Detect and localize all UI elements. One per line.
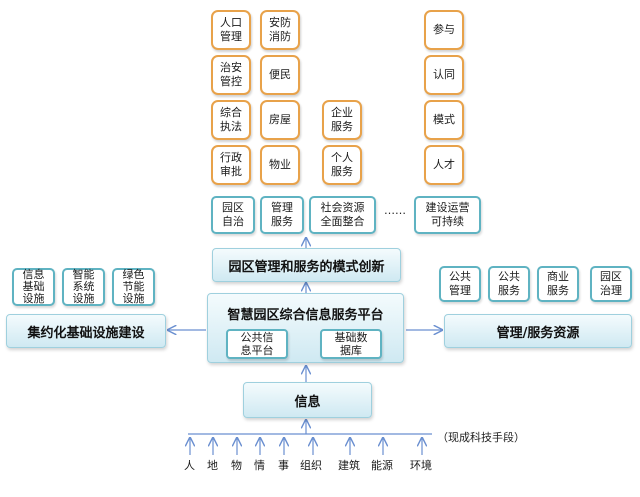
box-property-mgmt: 物业 bbox=[260, 145, 300, 185]
box-public-management: 公共 管理 bbox=[439, 266, 481, 302]
platform-title: 智慧园区综合信息服务平台 bbox=[227, 308, 384, 323]
box-park-governance: 园区 治理 bbox=[590, 266, 632, 302]
input-organization: 组织 bbox=[300, 459, 322, 472]
input-environment: 环境 bbox=[410, 459, 432, 472]
box-enterprise-service: 企业 服务 bbox=[322, 100, 362, 140]
box-population-management: 人口 管理 bbox=[211, 10, 251, 50]
input-object: 物 bbox=[231, 459, 242, 472]
box-housing: 房屋 bbox=[260, 100, 300, 140]
row-ellipsis: …… bbox=[384, 204, 406, 217]
box-park-autonomy: 园区 自治 bbox=[211, 196, 255, 234]
box-info-infrastructure: 信息 基础 设施 bbox=[12, 268, 55, 306]
resources-bar: 管理/服务资源 bbox=[444, 314, 632, 348]
box-base-database: 基础数 据库 bbox=[320, 329, 382, 359]
input-land: 地 bbox=[207, 459, 218, 472]
innovation-bar: 园区管理和服务的模式创新 bbox=[212, 248, 401, 282]
infrastructure-bar: 集约化基础设施建设 bbox=[6, 314, 166, 348]
input-situation: 情 bbox=[254, 459, 265, 472]
input-energy: 能源 bbox=[371, 459, 393, 472]
box-security-fire: 安防 消防 bbox=[260, 10, 300, 50]
box-participation: 参与 bbox=[424, 10, 464, 50]
box-smart-system: 智能 系统 设施 bbox=[62, 268, 105, 306]
box-talent: 人才 bbox=[424, 145, 464, 185]
box-public-service: 公共 服务 bbox=[488, 266, 530, 302]
box-law-enforcement: 综合 执法 bbox=[211, 100, 251, 140]
bottom-arrows bbox=[190, 438, 422, 455]
input-person: 人 bbox=[184, 459, 195, 472]
input-building: 建筑 bbox=[338, 459, 360, 472]
box-green-energy: 绿色 节能 设施 bbox=[112, 268, 155, 306]
info-bar: 信息 bbox=[243, 382, 372, 418]
box-management-service: 管理 服务 bbox=[260, 196, 304, 234]
box-public-order: 治安 管控 bbox=[211, 55, 251, 95]
box-commercial-service: 商业 服务 bbox=[537, 266, 579, 302]
input-event: 事 bbox=[278, 459, 289, 472]
box-personal-service: 个人 服务 bbox=[322, 145, 362, 185]
box-sustainable-operation: 建设运营 可持续 bbox=[414, 196, 481, 234]
bottom-note: （现成科技手段） bbox=[437, 431, 525, 444]
box-social-resources: 社会资源 全面整合 bbox=[309, 196, 376, 234]
box-admin-approval: 行政 审批 bbox=[211, 145, 251, 185]
box-convenience: 便民 bbox=[260, 55, 300, 95]
box-public-info-platform: 公共信 息平台 bbox=[226, 329, 288, 359]
box-model: 模式 bbox=[424, 100, 464, 140]
box-recognition: 认同 bbox=[424, 55, 464, 95]
